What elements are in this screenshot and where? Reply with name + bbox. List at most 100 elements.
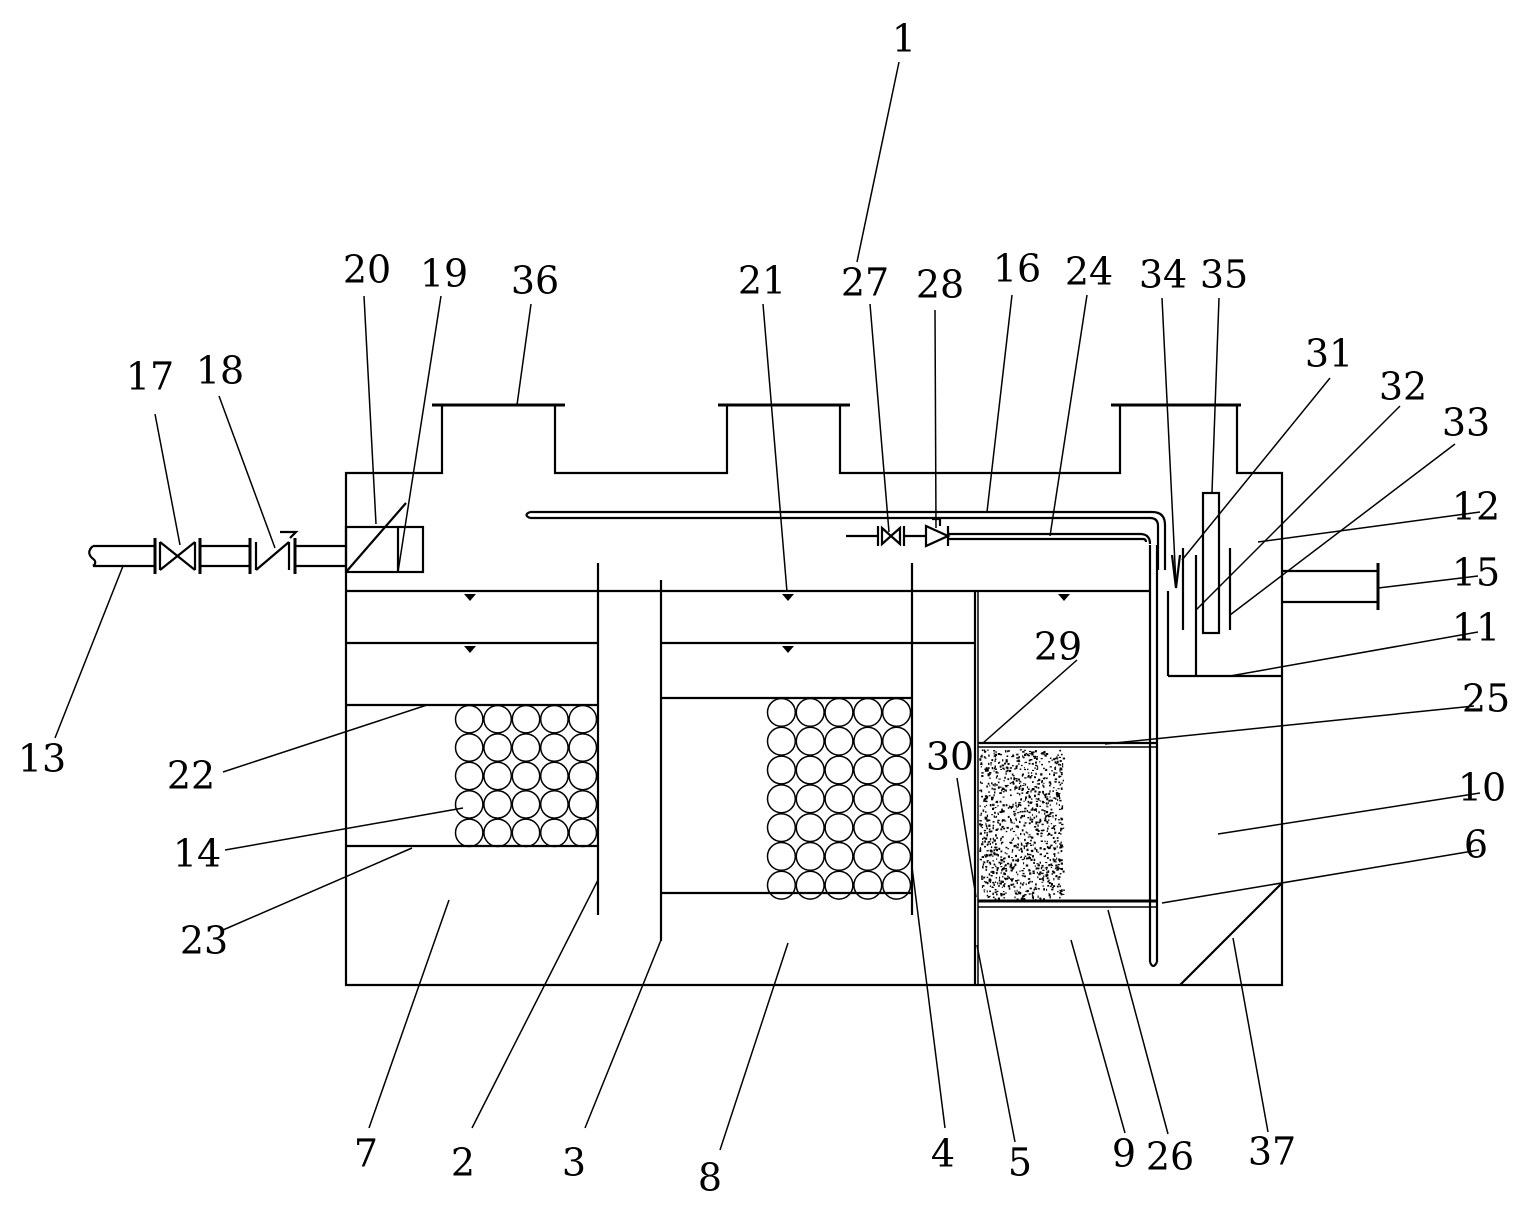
- filler-ball: [795, 755, 825, 785]
- media-grain: [984, 805, 986, 808]
- media-grain: [1030, 839, 1032, 842]
- media-grain: [1023, 845, 1026, 847]
- filler-ball: [483, 761, 513, 791]
- media-grain: [987, 841, 990, 843]
- media-grain: [983, 876, 986, 879]
- media-grain: [1045, 753, 1047, 755]
- media-grain: [1056, 857, 1058, 860]
- media-grain: [1048, 799, 1051, 802]
- media-grain: [1046, 871, 1048, 874]
- media-grain: [1042, 792, 1044, 794]
- media-grain: [1001, 808, 1003, 811]
- media-grain: [1051, 886, 1054, 889]
- media-grain: [1017, 843, 1019, 845]
- media-grain: [997, 882, 999, 885]
- media-grain: [1025, 798, 1027, 801]
- media-grain: [1042, 784, 1044, 787]
- media-grain: [993, 839, 996, 842]
- media-grain: [1040, 773, 1043, 776]
- media-grain: [1032, 870, 1035, 873]
- media-grain: [1018, 802, 1020, 804]
- media-grain: [981, 875, 983, 878]
- media-grain: [1011, 851, 1013, 853]
- media-grain: [1060, 818, 1064, 820]
- media-grain: [995, 846, 998, 848]
- media-grain: [1049, 814, 1051, 816]
- media-grain: [1017, 836, 1019, 839]
- media-grain: [1029, 816, 1032, 818]
- media-grain: [992, 803, 995, 806]
- media-grain: [1045, 802, 1048, 805]
- media-grain: [1019, 892, 1021, 895]
- media-grain: [999, 811, 1002, 814]
- media-grain: [1036, 756, 1038, 758]
- media-grain: [1023, 868, 1025, 870]
- media-grain: [1031, 814, 1034, 816]
- media-grain: [988, 824, 991, 827]
- media-grain: [992, 783, 994, 786]
- media-grain: [1003, 857, 1006, 860]
- media-grain: [1010, 878, 1012, 880]
- media-grain: [1051, 865, 1054, 867]
- media-grain: [1055, 814, 1057, 817]
- media-grain: [1023, 800, 1025, 802]
- media-grain: [1039, 820, 1042, 823]
- media-grain: [1002, 867, 1006, 870]
- media-grain: [987, 782, 990, 785]
- media-grain: [1041, 763, 1043, 766]
- media-grain: [1035, 798, 1037, 800]
- media-grain: [995, 853, 998, 856]
- label-15: 15: [1452, 551, 1500, 595]
- media-grain: [1000, 880, 1003, 882]
- media-grain: [1023, 882, 1025, 884]
- media-grain: [995, 776, 998, 779]
- media-grain: [1024, 894, 1027, 896]
- media-grain: [1037, 867, 1040, 870]
- media-grain: [1027, 890, 1029, 893]
- media-grain: [994, 816, 997, 818]
- media-grain: [1058, 804, 1060, 806]
- filler-ball: [881, 841, 912, 872]
- media-grain: [1053, 853, 1056, 855]
- media-grain: [1004, 865, 1006, 867]
- media-grain: [1056, 756, 1058, 759]
- media-grain: [1055, 840, 1057, 843]
- media-grain: [1060, 841, 1062, 844]
- media-grain: [1035, 822, 1038, 825]
- media-grain: [1001, 859, 1004, 862]
- media-grain: [1060, 833, 1062, 835]
- media-grain: [990, 762, 993, 764]
- media-grain: [994, 891, 997, 894]
- filler-ball: [483, 733, 513, 763]
- media-grain: [1043, 875, 1045, 878]
- filler-ball: [824, 841, 854, 872]
- media-grain: [1048, 816, 1050, 818]
- filler-ball: [568, 761, 598, 791]
- media-grain: [1017, 804, 1019, 808]
- media-grain: [1016, 806, 1018, 808]
- media-grain: [1054, 757, 1057, 760]
- media-grain: [1025, 752, 1027, 755]
- media-grain: [1010, 794, 1012, 797]
- media-grain: [1037, 828, 1039, 831]
- media-grain: [1058, 822, 1061, 824]
- filler-ball: [824, 755, 854, 785]
- media-grain: [995, 768, 997, 770]
- media-grain: [1010, 857, 1013, 859]
- media-grain: [1043, 888, 1045, 891]
- media-grain: [1035, 803, 1038, 806]
- media-grain: [1034, 886, 1037, 889]
- media-grain: [1056, 762, 1058, 765]
- media-grain: [1021, 774, 1024, 777]
- media-grain: [1036, 768, 1039, 770]
- media-grain: [1061, 889, 1063, 892]
- media-grain: [1021, 815, 1024, 818]
- media-grain: [998, 822, 1000, 824]
- media-grain: [1061, 807, 1064, 809]
- media-grain: [1024, 855, 1027, 857]
- return-pipe-24-inner: [948, 537, 1148, 543]
- media-grain: [1037, 876, 1039, 879]
- media-grain: [1022, 810, 1024, 813]
- media-grain: [1022, 755, 1024, 758]
- media-grain: [981, 886, 983, 888]
